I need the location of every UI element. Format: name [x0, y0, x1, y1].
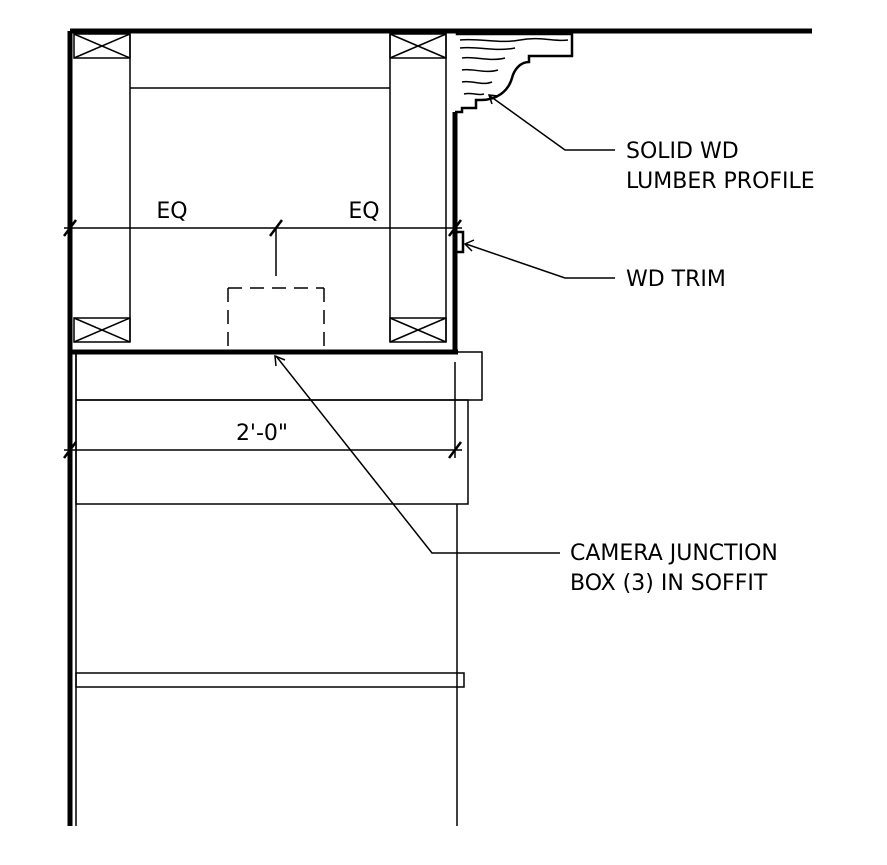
leader-wood-trim: [463, 239, 615, 279]
callout-wood-trim: WD TRIM: [626, 267, 726, 292]
soffit-depth-label: 2'-0": [236, 421, 288, 446]
lumber-profile: [455, 31, 574, 114]
eq-label-left: EQ: [156, 199, 187, 224]
leader-lumber-profile: [487, 94, 615, 151]
exterior-wall: [67, 31, 77, 826]
callout-junction-box-line2: BOX (3) IN SOFFIT: [570, 571, 768, 596]
eq-label-right: EQ: [348, 199, 379, 224]
callout-lumber-profile-line2: LUMBER PROFILE: [626, 169, 815, 194]
eq-dimension: [63, 219, 462, 237]
callout-lumber-profile-line1: SOLID WD: [626, 139, 739, 164]
fascia-board: [75, 351, 483, 505]
callout-junction-box-line1: CAMERA JUNCTION: [570, 541, 778, 566]
wood-trim: [455, 230, 465, 254]
soffit-depth-dimension: [63, 362, 462, 459]
junction-box-dashed: [227, 228, 325, 352]
fascia-wall: [452, 112, 458, 826]
soffit-framing: [73, 33, 447, 343]
leader-junction-box: [274, 354, 560, 554]
trim-band: [75, 672, 465, 688]
